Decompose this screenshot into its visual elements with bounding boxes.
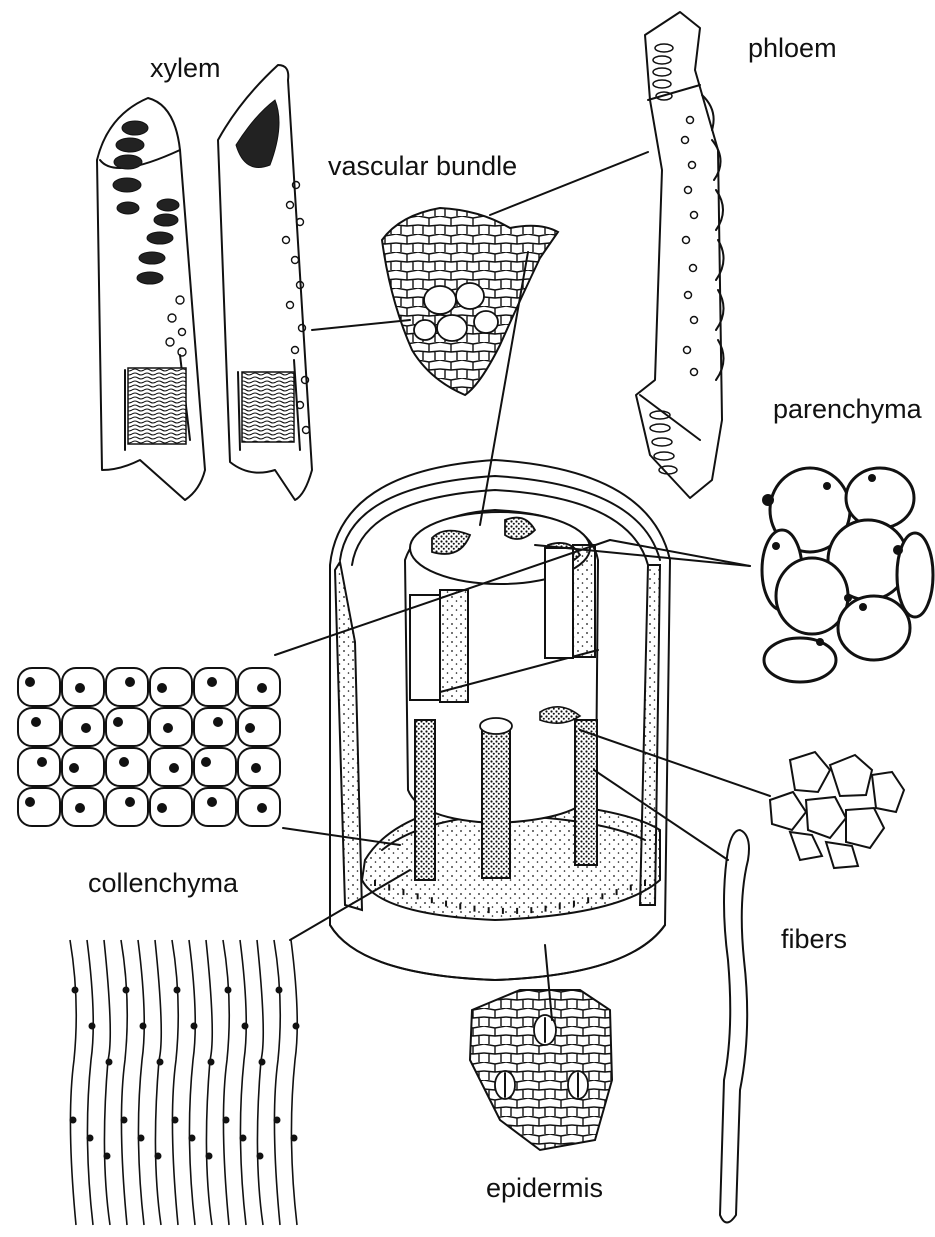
fibers-cells — [720, 752, 904, 1223]
label-epidermis: epidermis — [486, 1173, 603, 1203]
phloem-sieve-tube — [636, 12, 724, 498]
label-vascular-bundle: vascular bundle — [328, 151, 517, 181]
elongated-cells — [70, 940, 300, 1225]
label-fibers: fibers — [781, 924, 847, 954]
stem-block — [330, 460, 670, 980]
parenchyma-cells — [762, 468, 933, 682]
label-collenchyma: collenchyma — [88, 868, 239, 898]
label-parenchyma: parenchyma — [773, 394, 923, 424]
xylem-vessels — [97, 65, 312, 500]
label-phloem: phloem — [748, 33, 837, 63]
vascular-bundle-cross-section — [382, 208, 558, 395]
collenchyma-cells — [18, 668, 280, 826]
epidermis-cells — [470, 990, 612, 1150]
label-xylem: xylem — [150, 53, 221, 83]
